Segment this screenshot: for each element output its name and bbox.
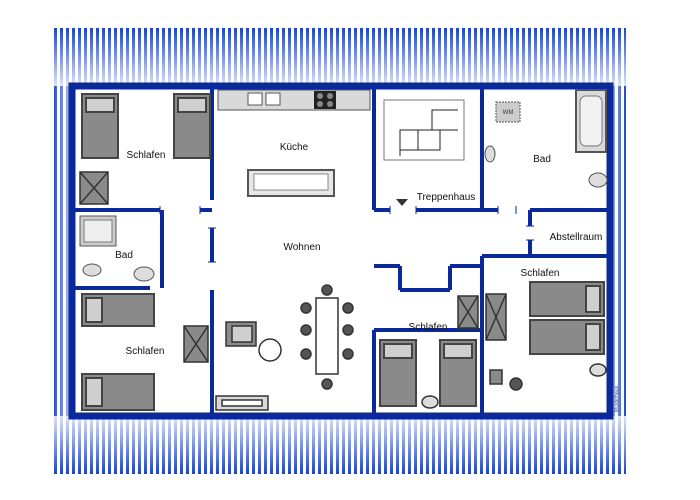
interior-walls [72, 86, 610, 416]
room-label-abstellraum: Abstellraum [550, 232, 603, 243]
living-furniture [215, 284, 607, 411]
room-label-kueche: Küche [280, 142, 309, 153]
bathroom-east-fixtures: WM [484, 89, 608, 188]
roof-slope-stripes [52, 28, 626, 474]
room-label-bad-west: Bad [115, 250, 133, 261]
outer-wall [68, 82, 614, 420]
door-markers [159, 206, 534, 263]
room-label-bad-east: Bad [533, 154, 551, 165]
cabinets [79, 171, 507, 363]
kitchen-counter [217, 89, 371, 111]
beds [81, 93, 605, 411]
staircase [383, 99, 465, 206]
room-label-schlafen-east: Schlafen [521, 268, 560, 279]
kitchen-island-inner [253, 173, 329, 191]
room-label-schlafen-south: Schlafen [409, 322, 448, 333]
bathroom-west-fixtures [79, 215, 155, 282]
room-label-schlafen-nw: Schlafen [127, 150, 166, 161]
washer-label: WM [503, 110, 514, 116]
credit-text: Musterhaus [614, 385, 620, 412]
room-label-treppenhaus: Treppenhaus [417, 192, 476, 203]
room-label-schlafen-sw: Schlafen [126, 346, 165, 357]
room-label-wohnen: Wohnen [283, 242, 320, 253]
